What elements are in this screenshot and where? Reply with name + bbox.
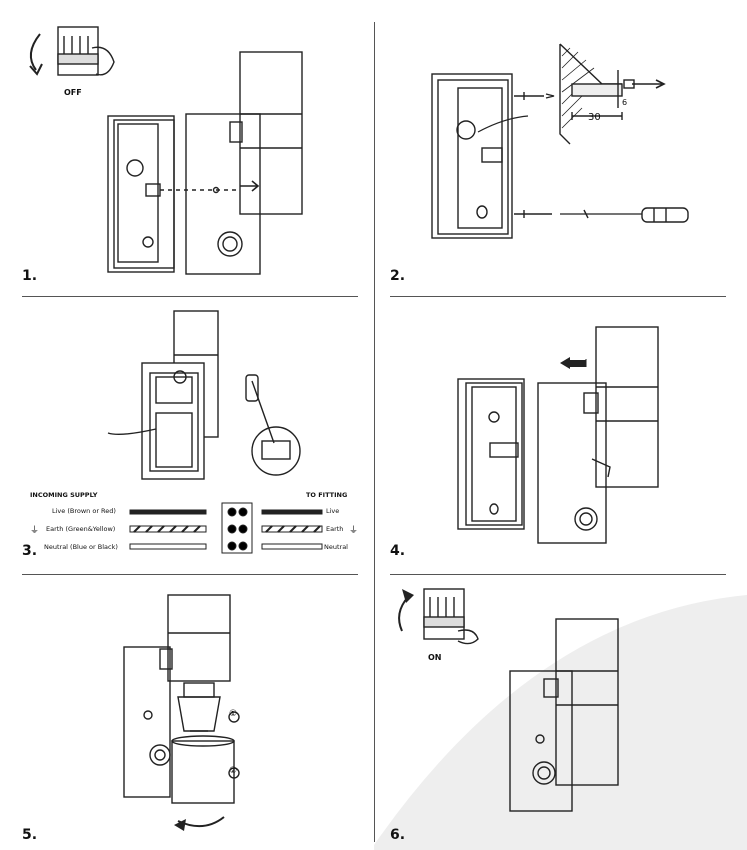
- incoming-neutral-label: Neutral (Blue or Black): [44, 543, 118, 551]
- incoming-live-label: Live (Brown or Red): [52, 507, 116, 515]
- step-5-panel: 5.: [0, 575, 374, 850]
- incoming-supply-header: INCOMING SUPPLY: [30, 491, 98, 499]
- step-3-illustration: [107, 310, 323, 554]
- step-2-panel: 30 6 2.: [374, 0, 747, 296]
- step-2-illustration: [431, 43, 689, 239]
- to-fitting-header: TO FITTING: [306, 491, 348, 499]
- horizontal-divider-2b: [390, 574, 726, 575]
- vertical-divider: [374, 22, 375, 842]
- fitting-earth-label: Earth: [326, 525, 344, 533]
- step-3-panel: INCOMING SUPPLY TO FITTING Live (Brown o…: [0, 297, 374, 574]
- step-2-number: 2.: [390, 268, 406, 284]
- step-6-illustration: [374, 588, 747, 850]
- horizontal-divider-1: [22, 296, 358, 297]
- step-1-illustration: [29, 26, 303, 275]
- step-4-illustration: [457, 326, 659, 544]
- earth-symbol-icon-right: ⏚: [349, 526, 359, 536]
- step-4-panel: 4.: [374, 297, 747, 574]
- incoming-earth-label: Earth (Green&Yellow): [46, 525, 116, 533]
- earth-symbol-icon: ⏚: [30, 526, 40, 536]
- step-5-illustration: [123, 594, 240, 831]
- step-1-switch-label: OFF: [64, 88, 82, 97]
- horizontal-divider-2: [22, 574, 358, 575]
- fitting-neutral-label: Neutral: [324, 543, 348, 551]
- step-2-depth-dimension: 30: [588, 112, 601, 123]
- switch-box: [57, 26, 99, 76]
- fitting-live-label: Live: [326, 507, 340, 515]
- step-5-number: 5.: [22, 827, 38, 843]
- step-3-number: 3.: [22, 543, 38, 559]
- callout-1: ①: [229, 709, 238, 719]
- step-1-number: 1.: [22, 268, 38, 284]
- step-4-number: 4.: [390, 543, 406, 559]
- step-6-switch-label: ON: [428, 653, 442, 662]
- step-6-panel: ON 6.: [374, 575, 747, 850]
- step-1-panel: OFF 1.: [0, 0, 374, 296]
- step-2-diameter-dimension: 6: [622, 98, 628, 107]
- step-6-number: 6.: [390, 827, 406, 843]
- horizontal-divider-1b: [390, 296, 726, 297]
- callout-2: ②: [229, 766, 238, 776]
